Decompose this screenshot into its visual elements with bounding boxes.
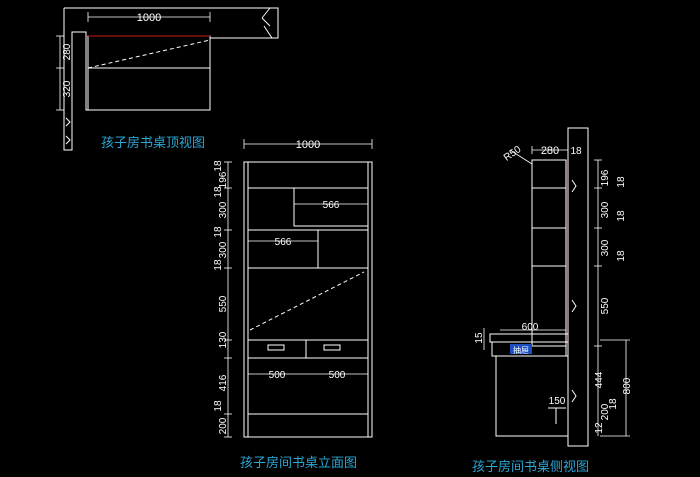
side-right-dim: 18 — [616, 176, 627, 188]
front-height-dim: 18 — [213, 186, 224, 198]
top-view-title: 孩子房书桌顶视图 — [101, 136, 206, 151]
side-view-right-dims: 196 18 300 18 300 18 550 — [600, 169, 627, 314]
side-view-lower-dims: 444 800 18 200 12 — [594, 371, 633, 433]
front-height-dim: 300 — [218, 201, 229, 218]
side-view-desk-depth: 600 — [522, 322, 539, 333]
side-right-dim: 300 — [600, 239, 611, 256]
front-view-outer — [243, 161, 373, 438]
top-view-wall — [63, 7, 279, 151]
front-view-drawer-right — [305, 339, 369, 359]
front-height-dim: 18 — [213, 400, 224, 412]
front-height-dim: 196 — [218, 171, 229, 188]
top-view-width-dim: 1000 — [137, 12, 161, 24]
front-height-dim: 550 — [218, 295, 229, 312]
top-view — [63, 7, 279, 151]
side-lower-dim: 444 — [594, 371, 605, 388]
front-view-shelf-dim-1: 566 — [323, 200, 340, 211]
front-view-drawer-dim-2: 500 — [329, 370, 346, 381]
top-view-depth-dim-1: 280 — [62, 43, 73, 60]
side-view-foot-dim: 150 — [549, 396, 566, 407]
side-view-dims — [483, 146, 630, 437]
front-height-dim: 200 — [218, 417, 229, 434]
top-view-depth-dim-2: 320 — [62, 80, 73, 97]
side-lower-dim: 800 — [622, 377, 633, 394]
side-view-drawer-fill — [510, 344, 532, 354]
side-view-drawer-label: 抽屉 — [513, 345, 529, 355]
side-right-dim: 18 — [616, 250, 627, 262]
front-view-height-dims: 18 196 18 300 18 300 18 550 130 416 18 2… — [213, 160, 229, 434]
front-height-dim: 18 — [213, 160, 224, 172]
side-view-radius-label: R50 — [502, 144, 524, 164]
side-view-title: 孩子房间书桌侧视图 — [472, 460, 590, 475]
side-right-dim: 300 — [600, 201, 611, 218]
front-view-title: 孩子房间书桌立面图 — [240, 456, 358, 471]
side-right-dim: 18 — [616, 210, 627, 222]
top-view-dims — [56, 12, 211, 111]
side-right-dim: 550 — [600, 297, 611, 314]
side-view-wall — [567, 127, 589, 447]
front-view-width-dim: 1000 — [296, 139, 320, 151]
front-height-dim: 18 — [213, 259, 224, 271]
front-view-shelf-dim-2: 566 — [275, 237, 292, 248]
side-right-dim: 196 — [600, 169, 611, 186]
top-view-hatch — [65, 117, 71, 145]
side-lower-dim: 12 — [594, 422, 605, 434]
side-view-left-dim: 15 — [474, 332, 485, 344]
side-lower-dim: 200 — [600, 403, 611, 420]
front-view-drawer-left — [247, 339, 307, 359]
side-view-panel-dim: 18 — [570, 146, 582, 157]
side-view — [489, 127, 589, 447]
front-height-dim: 416 — [218, 374, 229, 391]
front-view-dims — [224, 139, 373, 438]
front-view — [243, 161, 373, 438]
front-height-dim: 300 — [218, 241, 229, 258]
front-height-dim: 18 — [213, 226, 224, 238]
front-height-dim: 130 — [218, 331, 229, 348]
top-view-desk — [87, 35, 211, 111]
front-view-drawer-dim-1: 500 — [269, 370, 286, 381]
side-view-depth-dim: 280 — [541, 145, 559, 157]
side-lower-dim: 18 — [608, 398, 619, 410]
